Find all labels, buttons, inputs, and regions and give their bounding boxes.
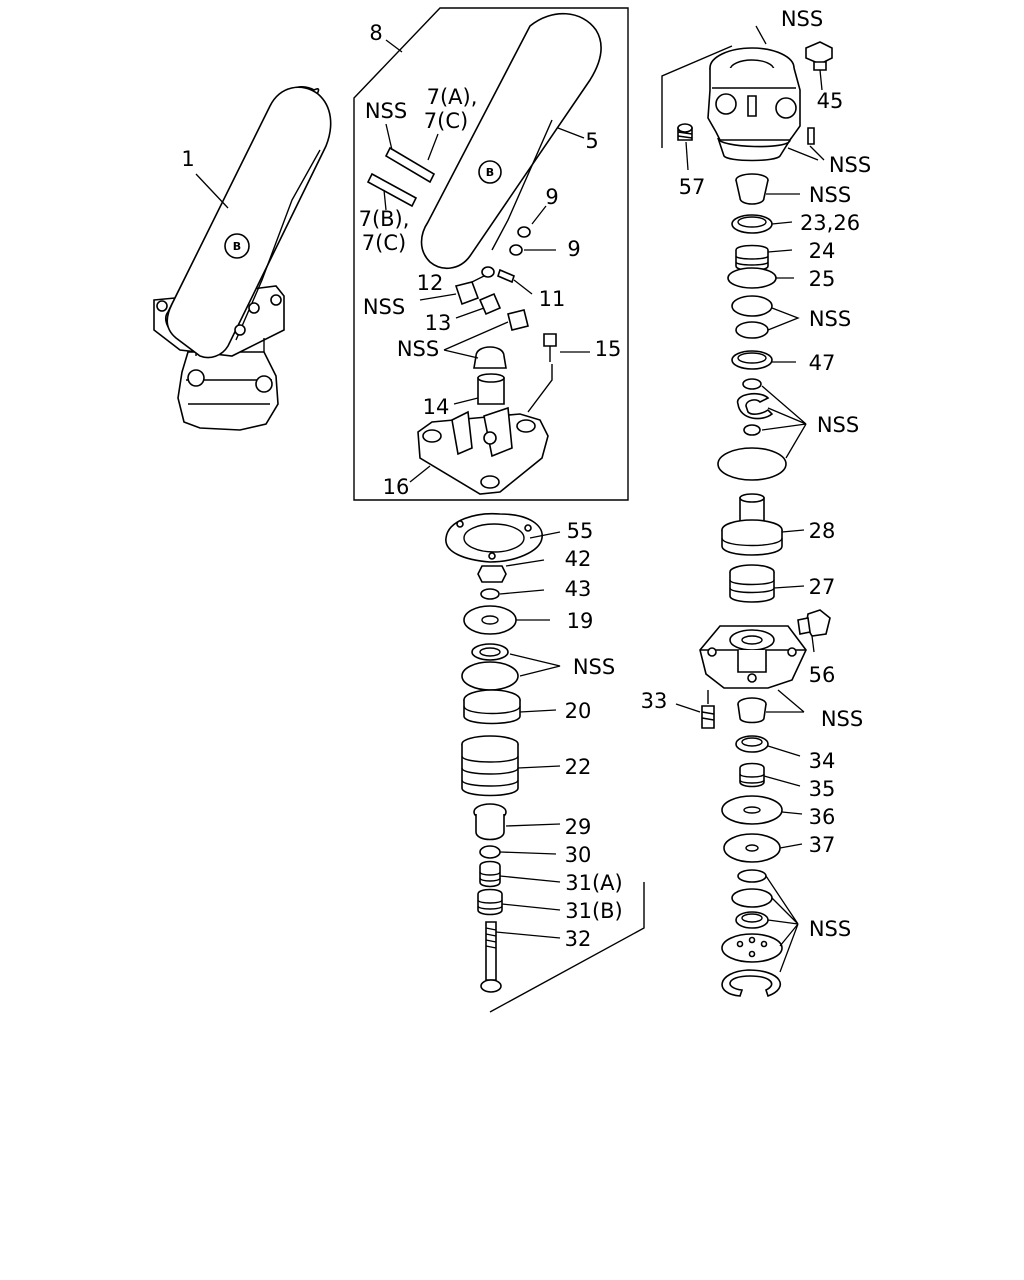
label-1: 1: [181, 147, 194, 171]
label-7b-c: 7(C): [362, 231, 406, 255]
label-23-26: 23,26: [800, 211, 860, 235]
assembled-pedal-valve: B 1: [153, 86, 332, 431]
label-22: 22: [565, 755, 592, 779]
label-37: 37: [809, 833, 836, 857]
label-42: 42: [565, 547, 592, 571]
pedal-badge-left: B: [233, 240, 241, 253]
label-28: 28: [809, 519, 836, 543]
label-34: 34: [809, 749, 836, 773]
label-7b: 7(B),: [359, 207, 410, 231]
label-33: 33: [641, 689, 668, 713]
label-nss-middle: NSS: [573, 655, 615, 679]
label-35: 35: [809, 777, 836, 801]
label-nss-pins: NSS: [365, 99, 407, 123]
label-56: 56: [809, 663, 836, 687]
label-15: 15: [595, 337, 622, 361]
label-nss-bushing-right: NSS: [809, 183, 851, 207]
label-16: 16: [383, 475, 410, 499]
label-32: 32: [565, 927, 592, 951]
label-19: 19: [567, 609, 594, 633]
label-12: 12: [417, 271, 444, 295]
label-43: 43: [565, 577, 592, 601]
label-nss-bottom: NSS: [809, 917, 851, 941]
label-31b: 31(B): [565, 899, 623, 923]
label-9-upper: 9: [545, 185, 558, 209]
label-13: 13: [425, 311, 452, 335]
label-8: 8: [369, 21, 382, 45]
label-55: 55: [567, 519, 594, 543]
label-5: 5: [585, 129, 598, 153]
pedal-kit-box: 8 B 5 NSS 7(A), 7(C) 7(B), 7(C) 9 9 11 1…: [353, 7, 629, 501]
label-7a: 7(A),: [427, 85, 478, 109]
label-nss-group: NSS: [817, 413, 859, 437]
label-27: 27: [809, 575, 836, 599]
label-45: 45: [817, 89, 844, 113]
label-24: 24: [809, 239, 836, 263]
label-31a: 31(A): [565, 871, 622, 895]
pedal-badge-kit: B: [486, 166, 494, 179]
label-57: 57: [679, 175, 706, 199]
label-36: 36: [809, 805, 836, 829]
label-nss-bushing: NSS: [363, 295, 405, 319]
label-nss-boot: NSS: [397, 337, 439, 361]
label-20: 20: [565, 699, 592, 723]
lower-valve-column: 55 42 43 19 NSS 20 22: [445, 512, 645, 1013]
label-nss-lower: NSS: [821, 707, 863, 731]
label-nss-pair: NSS: [809, 307, 851, 331]
upper-valve-column: NSS 45 NSS 57 NSS 23,26 24 25: [641, 7, 871, 998]
label-25: 25: [809, 267, 836, 291]
label-nss-top: NSS: [781, 7, 823, 31]
label-9-lower: 9: [567, 237, 580, 261]
label-30: 30: [565, 843, 592, 867]
label-nss-pin: NSS: [829, 153, 871, 177]
label-7a-c: 7(C): [424, 109, 468, 133]
label-29: 29: [565, 815, 592, 839]
label-47: 47: [809, 351, 836, 375]
label-14: 14: [423, 395, 450, 419]
label-11: 11: [539, 287, 566, 311]
